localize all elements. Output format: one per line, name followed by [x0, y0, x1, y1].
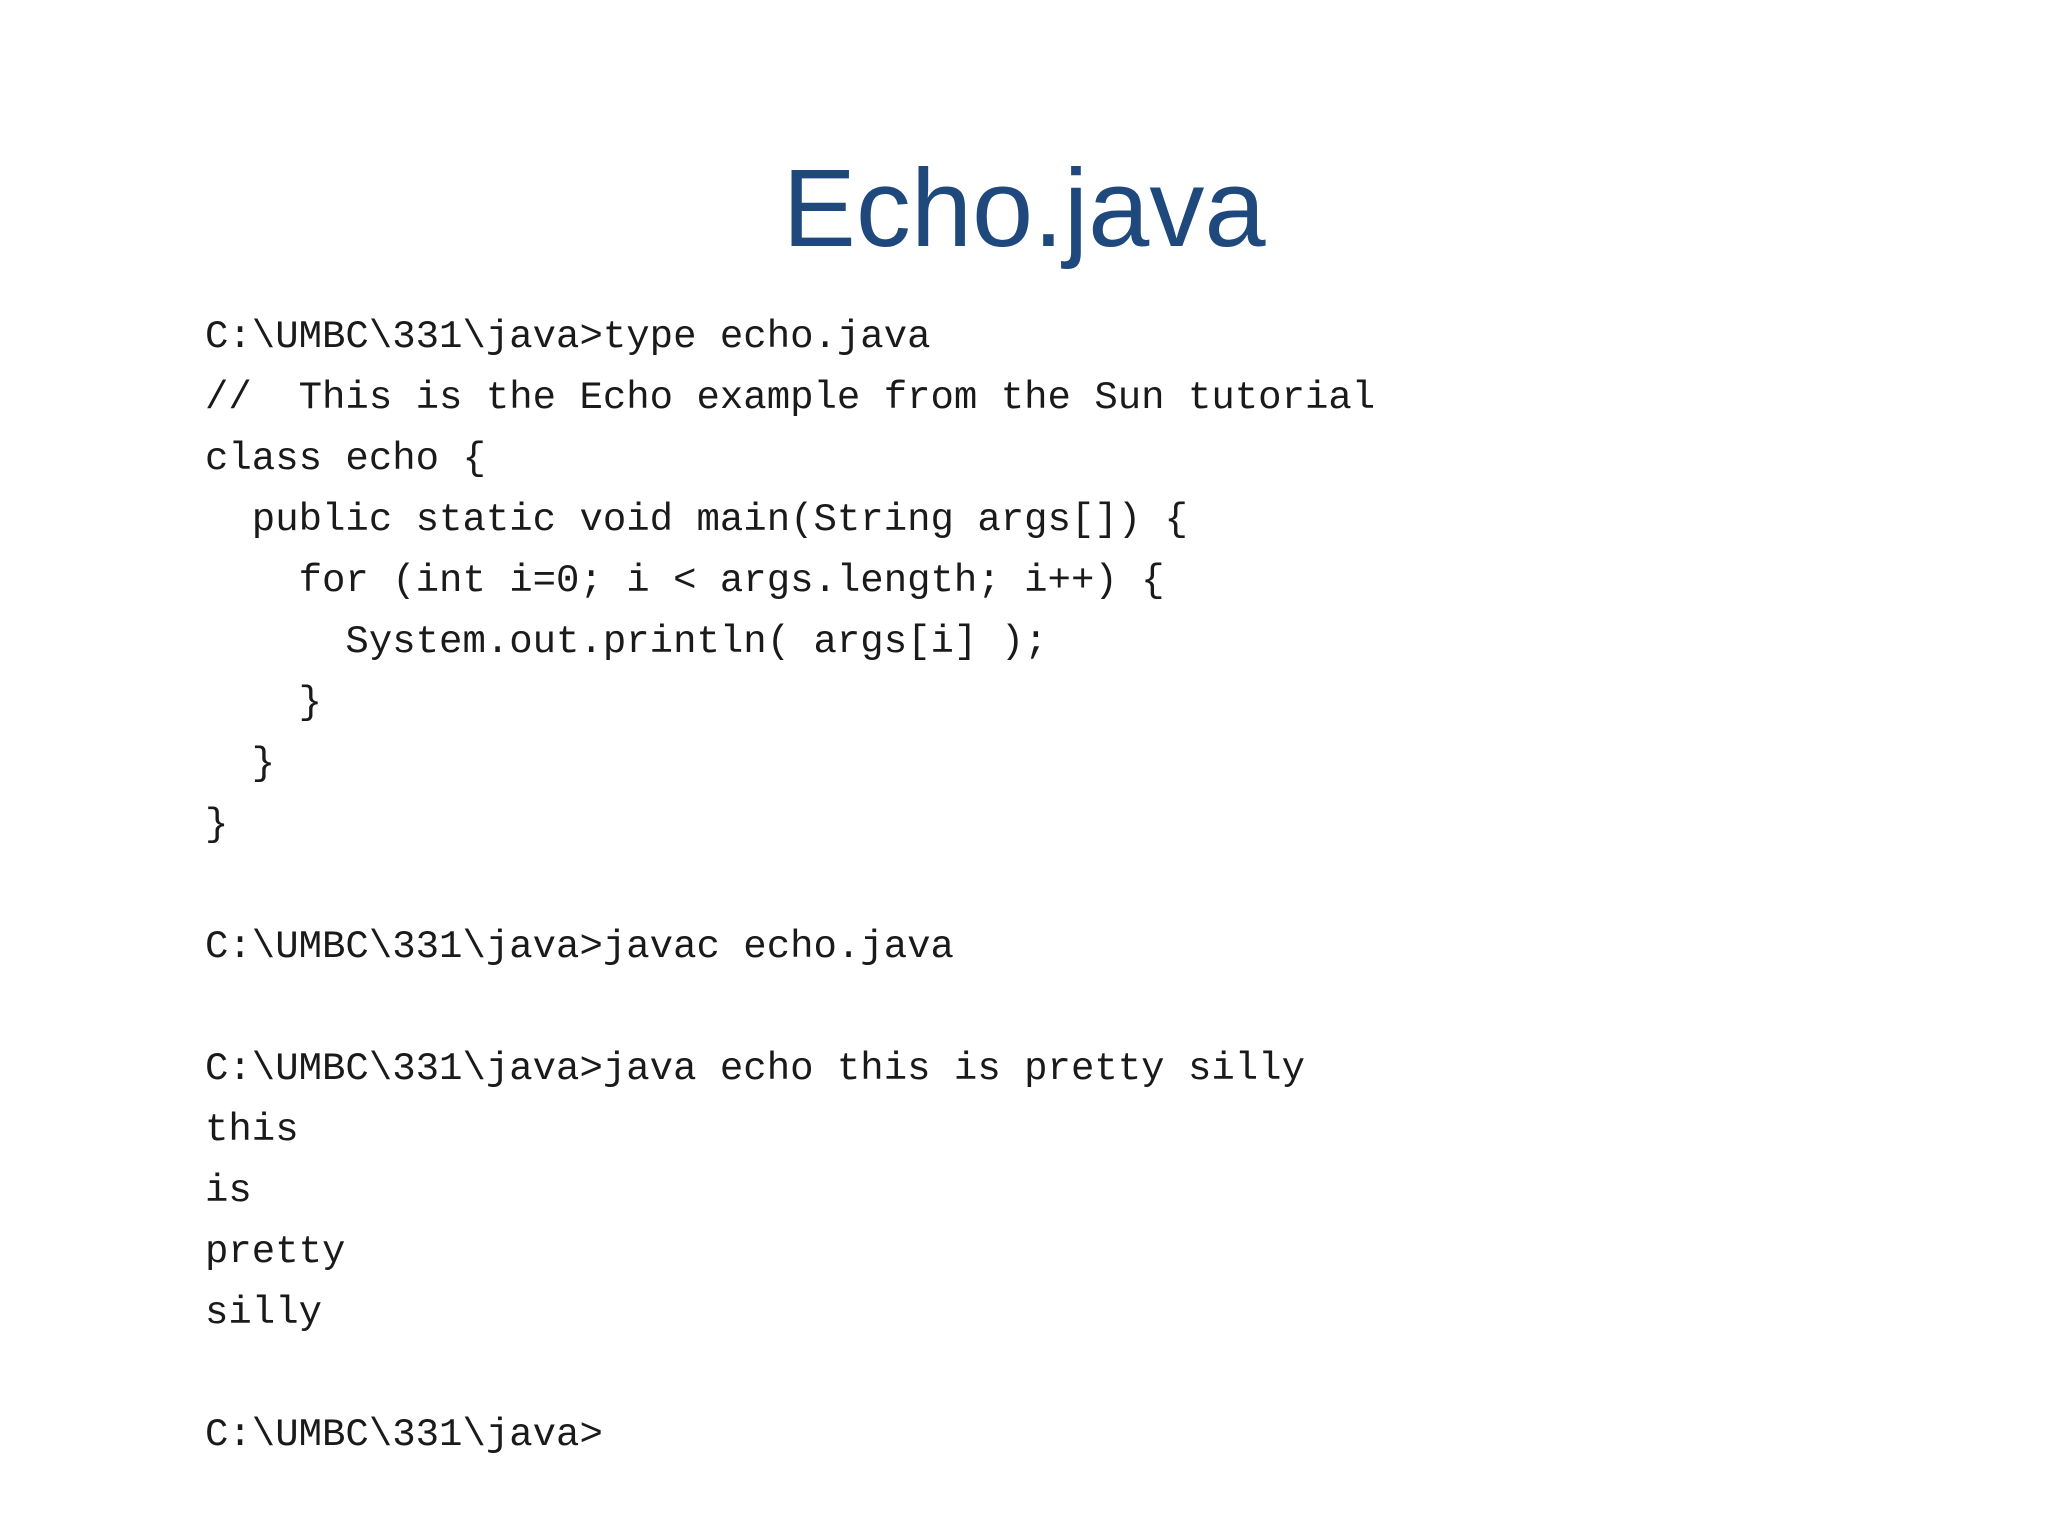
- terminal-line: [205, 1344, 1375, 1405]
- terminal-line: C:\UMBC\331\java>: [205, 1413, 603, 1457]
- terminal-line: C:\UMBC\331\java>type echo.java: [205, 315, 931, 359]
- terminal-line: pretty: [205, 1230, 346, 1274]
- terminal-line: }: [205, 742, 276, 786]
- terminal-line: silly: [205, 1291, 323, 1335]
- terminal-session: C:\UMBC\331\java>type echo.java // This i…: [205, 307, 1375, 1466]
- terminal-line: C:\UMBC\331\java>java echo this is prett…: [205, 1047, 1305, 1091]
- page-title: Echo.java: [782, 147, 1266, 270]
- terminal-line: public static void main(String args[]) {: [205, 498, 1188, 542]
- terminal-line: // This is the Echo example from the Sun…: [205, 376, 1376, 420]
- terminal-line: System.out.println( args[i] );: [205, 620, 1048, 664]
- terminal-line: this: [205, 1108, 299, 1152]
- terminal-line: C:\UMBC\331\java>javac echo.java: [205, 925, 954, 969]
- terminal-line: is: [205, 1169, 252, 1213]
- terminal-line: class echo {: [205, 437, 486, 481]
- terminal-line: }: [205, 803, 229, 847]
- terminal-line: for (int i=0; i < args.length; i++) {: [205, 559, 1165, 603]
- terminal-line: }: [205, 681, 323, 725]
- terminal-line: [205, 978, 1375, 1039]
- terminal-line: [205, 856, 1375, 917]
